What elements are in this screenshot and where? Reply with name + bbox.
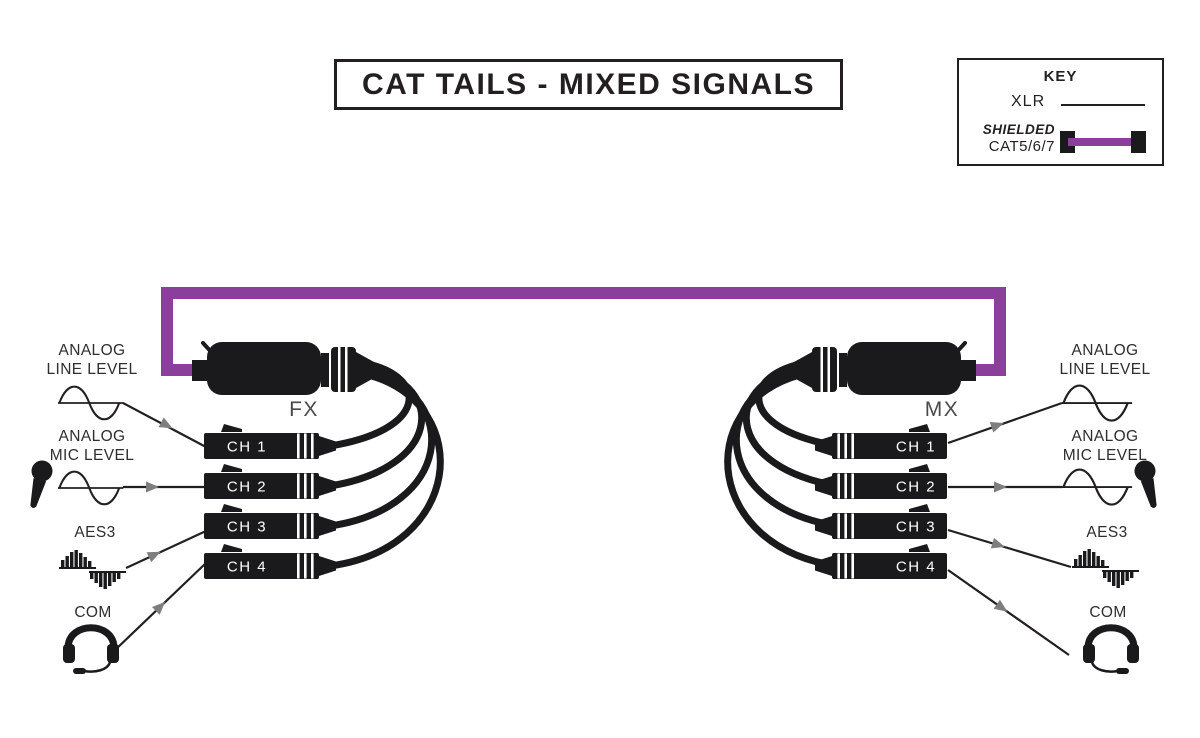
xlr-connector-left-ch3 xyxy=(204,504,336,539)
xlr-connector-left-ch4 xyxy=(204,544,336,579)
aes3-to-ch3-line xyxy=(125,530,207,569)
legend-cat-type: CAT5/6/7 xyxy=(988,137,1055,155)
ch4-to-com-line xyxy=(947,569,1070,656)
label-aes3-right: AES3 xyxy=(1086,524,1128,541)
ch1-label-left: CH 1 xyxy=(226,438,268,456)
label-analog-line-right: ANALOG LINE LEVEL xyxy=(1059,342,1151,378)
microphone-icon xyxy=(22,458,55,511)
legend-shielded-word: SHIELDED xyxy=(982,122,1055,137)
xlr-line-swatch xyxy=(1061,104,1145,106)
arrow-icon xyxy=(993,599,1011,617)
ch2-label-right: CH 2 xyxy=(895,478,937,496)
mx-device-label: MX xyxy=(924,398,960,421)
legend-xlr-label: XLR xyxy=(1011,93,1046,110)
arrow-icon xyxy=(146,546,164,563)
label-com-right: COM xyxy=(1089,604,1127,621)
ch2-label-left: CH 2 xyxy=(226,478,268,496)
xlr-connector-left-ch1 xyxy=(204,424,336,459)
page-title: CAT TAILS - MIXED SIGNALS xyxy=(361,67,816,101)
title-box: CAT TAILS - MIXED SIGNALS xyxy=(334,59,843,110)
arrow-icon xyxy=(158,417,176,434)
label-analog-mic-left: ANALOG MIC LEVEL xyxy=(49,428,135,464)
aes3-waveform-icon xyxy=(1072,549,1139,588)
cat-connector-icon xyxy=(1131,131,1146,153)
label-aes3-left: AES3 xyxy=(74,524,116,541)
label-analog-mic-right: ANALOG MIC LEVEL xyxy=(1062,428,1148,464)
ch1-label-right: CH 1 xyxy=(895,438,937,456)
arrow-icon xyxy=(146,481,159,493)
ch3-label-left: CH 3 xyxy=(226,518,268,536)
fx-device-label: FX xyxy=(289,398,319,421)
legend-heading: KEY xyxy=(1043,68,1078,85)
arrow-icon xyxy=(989,417,1006,433)
signal-lines-right xyxy=(947,401,1072,656)
legend: KEY XLR SHIELDED CAT5/6/7 xyxy=(957,58,1164,166)
ch4-label-left: CH 4 xyxy=(226,558,268,576)
headset-icon xyxy=(63,628,119,674)
ch3-to-aes3-line xyxy=(947,528,1072,569)
xlr-connector-left-ch2 xyxy=(204,464,336,499)
arrow-icon xyxy=(990,537,1007,553)
cat-cable-bar xyxy=(1068,138,1138,146)
aes3-waveform-icon xyxy=(59,550,126,589)
mx-device xyxy=(792,340,978,397)
fx-device xyxy=(190,340,376,397)
microphone-icon xyxy=(1132,458,1165,511)
arrow-icon xyxy=(994,481,1007,493)
headset-icon xyxy=(1083,628,1139,674)
ch1-to-line-level-line xyxy=(947,401,1063,445)
fx-tail-cables xyxy=(330,364,440,566)
ch3-label-right: CH 3 xyxy=(895,518,937,536)
label-analog-line-left: ANALOG LINE LEVEL xyxy=(46,342,138,378)
cat-cable-swatch xyxy=(1060,131,1146,153)
legend-shielded-label: SHIELDED CAT5/6/7 xyxy=(967,122,1055,155)
sine-wave-icon xyxy=(1060,468,1134,506)
shielded-cat-cable xyxy=(161,287,1006,376)
sine-wave-icon xyxy=(56,385,125,421)
ch4-label-right: CH 4 xyxy=(895,558,937,576)
mx-tail-cables xyxy=(728,364,838,566)
sine-wave-icon xyxy=(56,470,125,506)
sine-wave-icon xyxy=(1060,384,1134,422)
label-com-left: COM xyxy=(74,604,112,621)
cat-connector-icon xyxy=(1060,131,1075,153)
